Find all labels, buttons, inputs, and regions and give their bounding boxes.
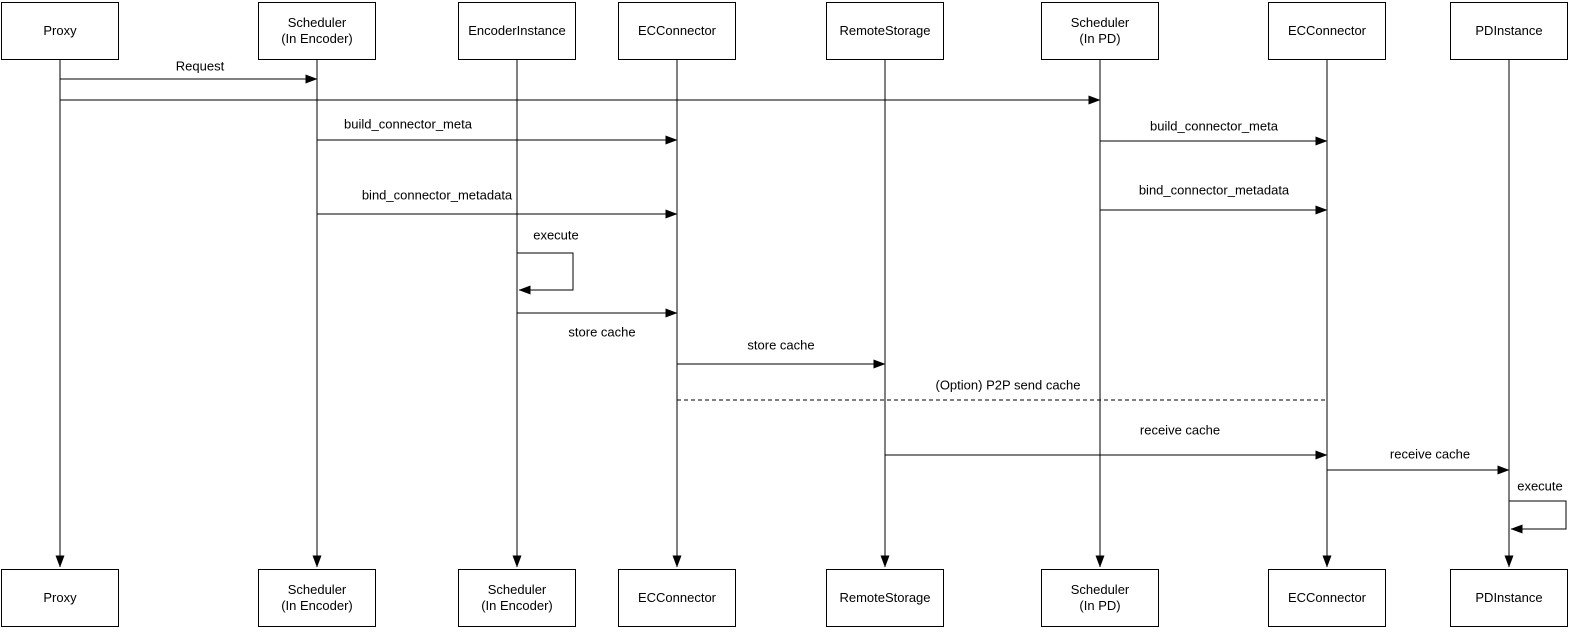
- message-label-build-connector-meta-3: build_connector_meta: [1148, 118, 1280, 134]
- actor-ec-connector-encoder-bottom-box: ECConnector: [618, 569, 736, 627]
- message-label-bind-connector-metadata-4: bind_connector_metadata: [359, 187, 515, 203]
- actor-encoder-instance-bottom-label: Scheduler (In Encoder): [481, 582, 553, 613]
- message-label-receive-cache-9: receive cache: [1137, 422, 1223, 438]
- actor-proxy-bottom-box: Proxy: [1, 569, 119, 627]
- message-label-store-cache-7: store cache: [745, 337, 817, 353]
- actor-scheduler-in-encoder-top-box: Scheduler (In Encoder): [258, 2, 376, 60]
- message-label-store-cache-6: store cache: [566, 324, 638, 340]
- actor-encoder-instance-bottom-box: Scheduler (In Encoder): [458, 569, 576, 627]
- actor-scheduler-in-pd-top-label: Scheduler (In PD): [1070, 15, 1130, 46]
- actor-remote-storage-bottom-label: RemoteStorage: [839, 590, 931, 605]
- actor-ec-connector-encoder-top-label: ECConnector: [637, 23, 717, 38]
- self-message-arrow-execute-1: [1509, 500, 1567, 534]
- actor-proxy-top-label: Proxy: [43, 23, 77, 38]
- actor-scheduler-in-pd-bottom-label: Scheduler (In PD): [1070, 582, 1130, 613]
- message-label-bind-connector-metadata-5: bind_connector_metadata: [1136, 182, 1292, 198]
- actor-encoder-instance-top-label: EncoderInstance: [468, 23, 566, 38]
- message-label-build-connector-meta-2: build_connector_meta: [342, 116, 474, 132]
- actor-proxy-bottom-label: Proxy: [43, 590, 77, 605]
- actor-ec-connector-pd-top-label: ECConnector: [1287, 23, 1367, 38]
- message-label-request-0: Request: [173, 58, 227, 74]
- actor-scheduler-in-encoder-top-label: Scheduler (In Encoder): [281, 15, 353, 46]
- message-label-receive-cache-10: receive cache: [1387, 446, 1473, 462]
- self-message-label-execute-0: execute: [531, 227, 581, 243]
- actor-ec-connector-pd-bottom-label: ECConnector: [1287, 590, 1367, 605]
- actor-scheduler-in-pd-bottom-box: Scheduler (In PD): [1041, 569, 1159, 627]
- actor-ec-connector-encoder-top-box: ECConnector: [618, 2, 736, 60]
- actor-pd-instance-top-label: PDInstance: [1475, 23, 1543, 38]
- actor-scheduler-in-pd-top-box: Scheduler (In PD): [1041, 2, 1159, 60]
- actor-ec-connector-encoder-bottom-label: ECConnector: [637, 590, 717, 605]
- actor-ec-connector-pd-bottom-box: ECConnector: [1268, 569, 1386, 627]
- actor-remote-storage-top-box: RemoteStorage: [826, 2, 944, 60]
- actor-remote-storage-bottom-box: RemoteStorage: [826, 569, 944, 627]
- actor-remote-storage-top-label: RemoteStorage: [839, 23, 931, 38]
- self-message-arrow-execute-0: [517, 252, 574, 295]
- message-label-option-p2p-send-cache-8: (Option) P2P send cache: [933, 377, 1083, 393]
- actor-proxy-top-box: Proxy: [1, 2, 119, 60]
- actor-ec-connector-pd-top-box: ECConnector: [1268, 2, 1386, 60]
- actor-pd-instance-bottom-box: PDInstance: [1450, 569, 1568, 627]
- actor-pd-instance-bottom-label: PDInstance: [1475, 590, 1543, 605]
- actor-scheduler-in-encoder-bottom-box: Scheduler (In Encoder): [258, 569, 376, 627]
- actor-encoder-instance-top-box: EncoderInstance: [458, 2, 576, 60]
- self-message-label-execute-1: execute: [1515, 478, 1565, 494]
- actor-scheduler-in-encoder-bottom-label: Scheduler (In Encoder): [281, 582, 353, 613]
- actor-pd-instance-top-box: PDInstance: [1450, 2, 1568, 60]
